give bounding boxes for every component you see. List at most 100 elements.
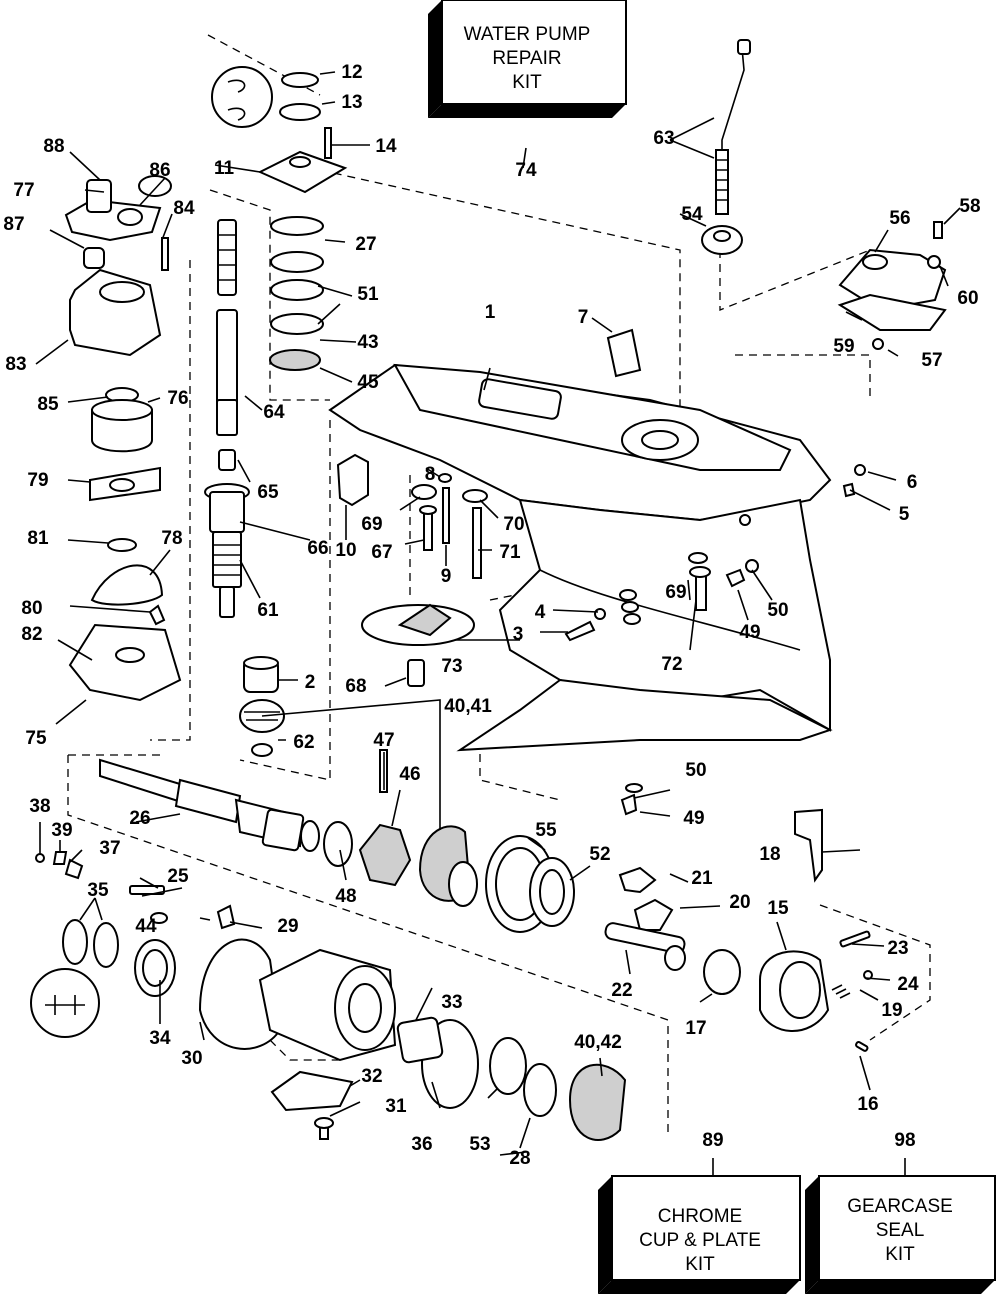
shift-mechanism [604, 808, 873, 1052]
callout-3: 3 [513, 624, 524, 645]
callout-50: 50 [685, 760, 706, 781]
callout-19: 19 [881, 1000, 902, 1021]
callout-labels: 1234567891011121314151617181920212223242… [3, 62, 980, 1169]
callout-22: 22 [611, 980, 632, 1001]
callout-64: 64 [263, 402, 285, 423]
callout-52: 52 [589, 844, 610, 865]
callout-39: 39 [51, 820, 72, 841]
kit-74-box-shadow [428, 0, 442, 118]
callout-31: 31 [385, 1096, 407, 1117]
kit-89-box-shadow [598, 1176, 612, 1294]
callout-9: 9 [441, 566, 452, 587]
callout-35: 35 [87, 880, 109, 901]
callout-27: 27 [355, 234, 376, 255]
callout-54: 54 [681, 204, 703, 225]
callout-25: 25 [167, 866, 189, 887]
callout-38: 38 [29, 796, 50, 817]
callout-62: 62 [293, 732, 314, 753]
kit-89-box-base [598, 1280, 800, 1294]
callout-69: 69 [361, 514, 382, 535]
kit-74-line: REPAIR [492, 48, 561, 69]
callout-81: 81 [27, 528, 49, 549]
leader-lines [35, 71, 961, 1175]
callout-76: 76 [167, 388, 188, 409]
kit-89-box-face [611, 1175, 801, 1281]
callout-66: 66 [307, 538, 328, 559]
callout-85: 85 [37, 394, 59, 415]
callout-14: 14 [375, 136, 397, 157]
callout-57: 57 [921, 350, 942, 371]
callout-5: 5 [899, 504, 910, 525]
callout-87: 87 [3, 214, 24, 235]
callout-11: 11 [214, 158, 235, 179]
assembly-guide-lines [67, 34, 931, 1135]
callout-40-42: 40,42 [574, 1032, 622, 1053]
gearcase-housing [328, 363, 833, 752]
callout-28: 28 [509, 1148, 530, 1169]
kit-89-line: KIT [685, 1254, 715, 1275]
callout-50: 50 [767, 600, 788, 621]
callout-83: 83 [5, 354, 26, 375]
callout-63: 63 [653, 128, 674, 149]
callout-51: 51 [357, 284, 379, 305]
callout-16: 16 [857, 1094, 878, 1115]
callout-75: 75 [25, 728, 47, 749]
callout-17: 17 [685, 1018, 706, 1039]
kit-98-line: SEAL [876, 1220, 925, 1241]
callout-80: 80 [21, 598, 42, 619]
callout-49: 49 [739, 622, 760, 643]
callout-70: 70 [503, 514, 524, 535]
bearing-carrier-assembly [30, 851, 444, 1140]
callout-46: 46 [399, 764, 420, 785]
callout-33: 33 [441, 992, 462, 1013]
kit-98-line: GEARCASE [847, 1196, 953, 1217]
callout-34: 34 [149, 1028, 171, 1049]
callout-47: 47 [373, 730, 394, 751]
callout-36: 36 [411, 1134, 432, 1155]
water-pump-assembly [64, 175, 182, 702]
callout-61: 61 [257, 600, 279, 621]
kit-74-box-face [441, 0, 627, 105]
callout-48: 48 [335, 886, 356, 907]
callout-58: 58 [959, 196, 980, 217]
callout-32: 32 [361, 1066, 382, 1087]
callout-4: 4 [535, 602, 546, 623]
callout-56: 56 [889, 208, 910, 229]
callout-44: 44 [135, 916, 157, 937]
callout-30: 30 [181, 1048, 202, 1069]
callout-7: 7 [578, 307, 589, 328]
callout-55: 55 [535, 820, 557, 841]
callout-21: 21 [691, 868, 713, 889]
kit-89-line: CUP & PLATE [639, 1230, 761, 1251]
kit-89-line: CHROME [658, 1206, 742, 1227]
callout-67: 67 [371, 542, 392, 563]
callout-24: 24 [897, 974, 919, 995]
callout-26: 26 [129, 808, 150, 829]
callout-12: 12 [341, 62, 362, 83]
callout-45: 45 [357, 372, 379, 393]
callout-1: 1 [485, 302, 496, 323]
callout-86: 86 [149, 160, 170, 181]
kit-98-line: KIT [885, 1244, 915, 1265]
kit-74-box-base [428, 104, 626, 118]
callout-29: 29 [277, 916, 298, 937]
propshaft-gear-train [99, 699, 627, 1141]
callout-23: 23 [887, 938, 908, 959]
callout-15: 15 [767, 898, 789, 919]
callout-53: 53 [469, 1134, 490, 1155]
shift-and-cover-parts [606, 39, 947, 498]
callout-84: 84 [173, 198, 195, 219]
callout-10: 10 [335, 540, 356, 561]
callout-79: 79 [27, 470, 48, 491]
kit-74-line: WATER PUMP [464, 24, 591, 45]
kit-98-box-shadow [805, 1176, 819, 1294]
callout-13: 13 [341, 92, 362, 113]
callout-6: 6 [907, 472, 918, 493]
kit-98-box-base [805, 1280, 995, 1294]
callout-40-41: 40,41 [444, 696, 492, 717]
